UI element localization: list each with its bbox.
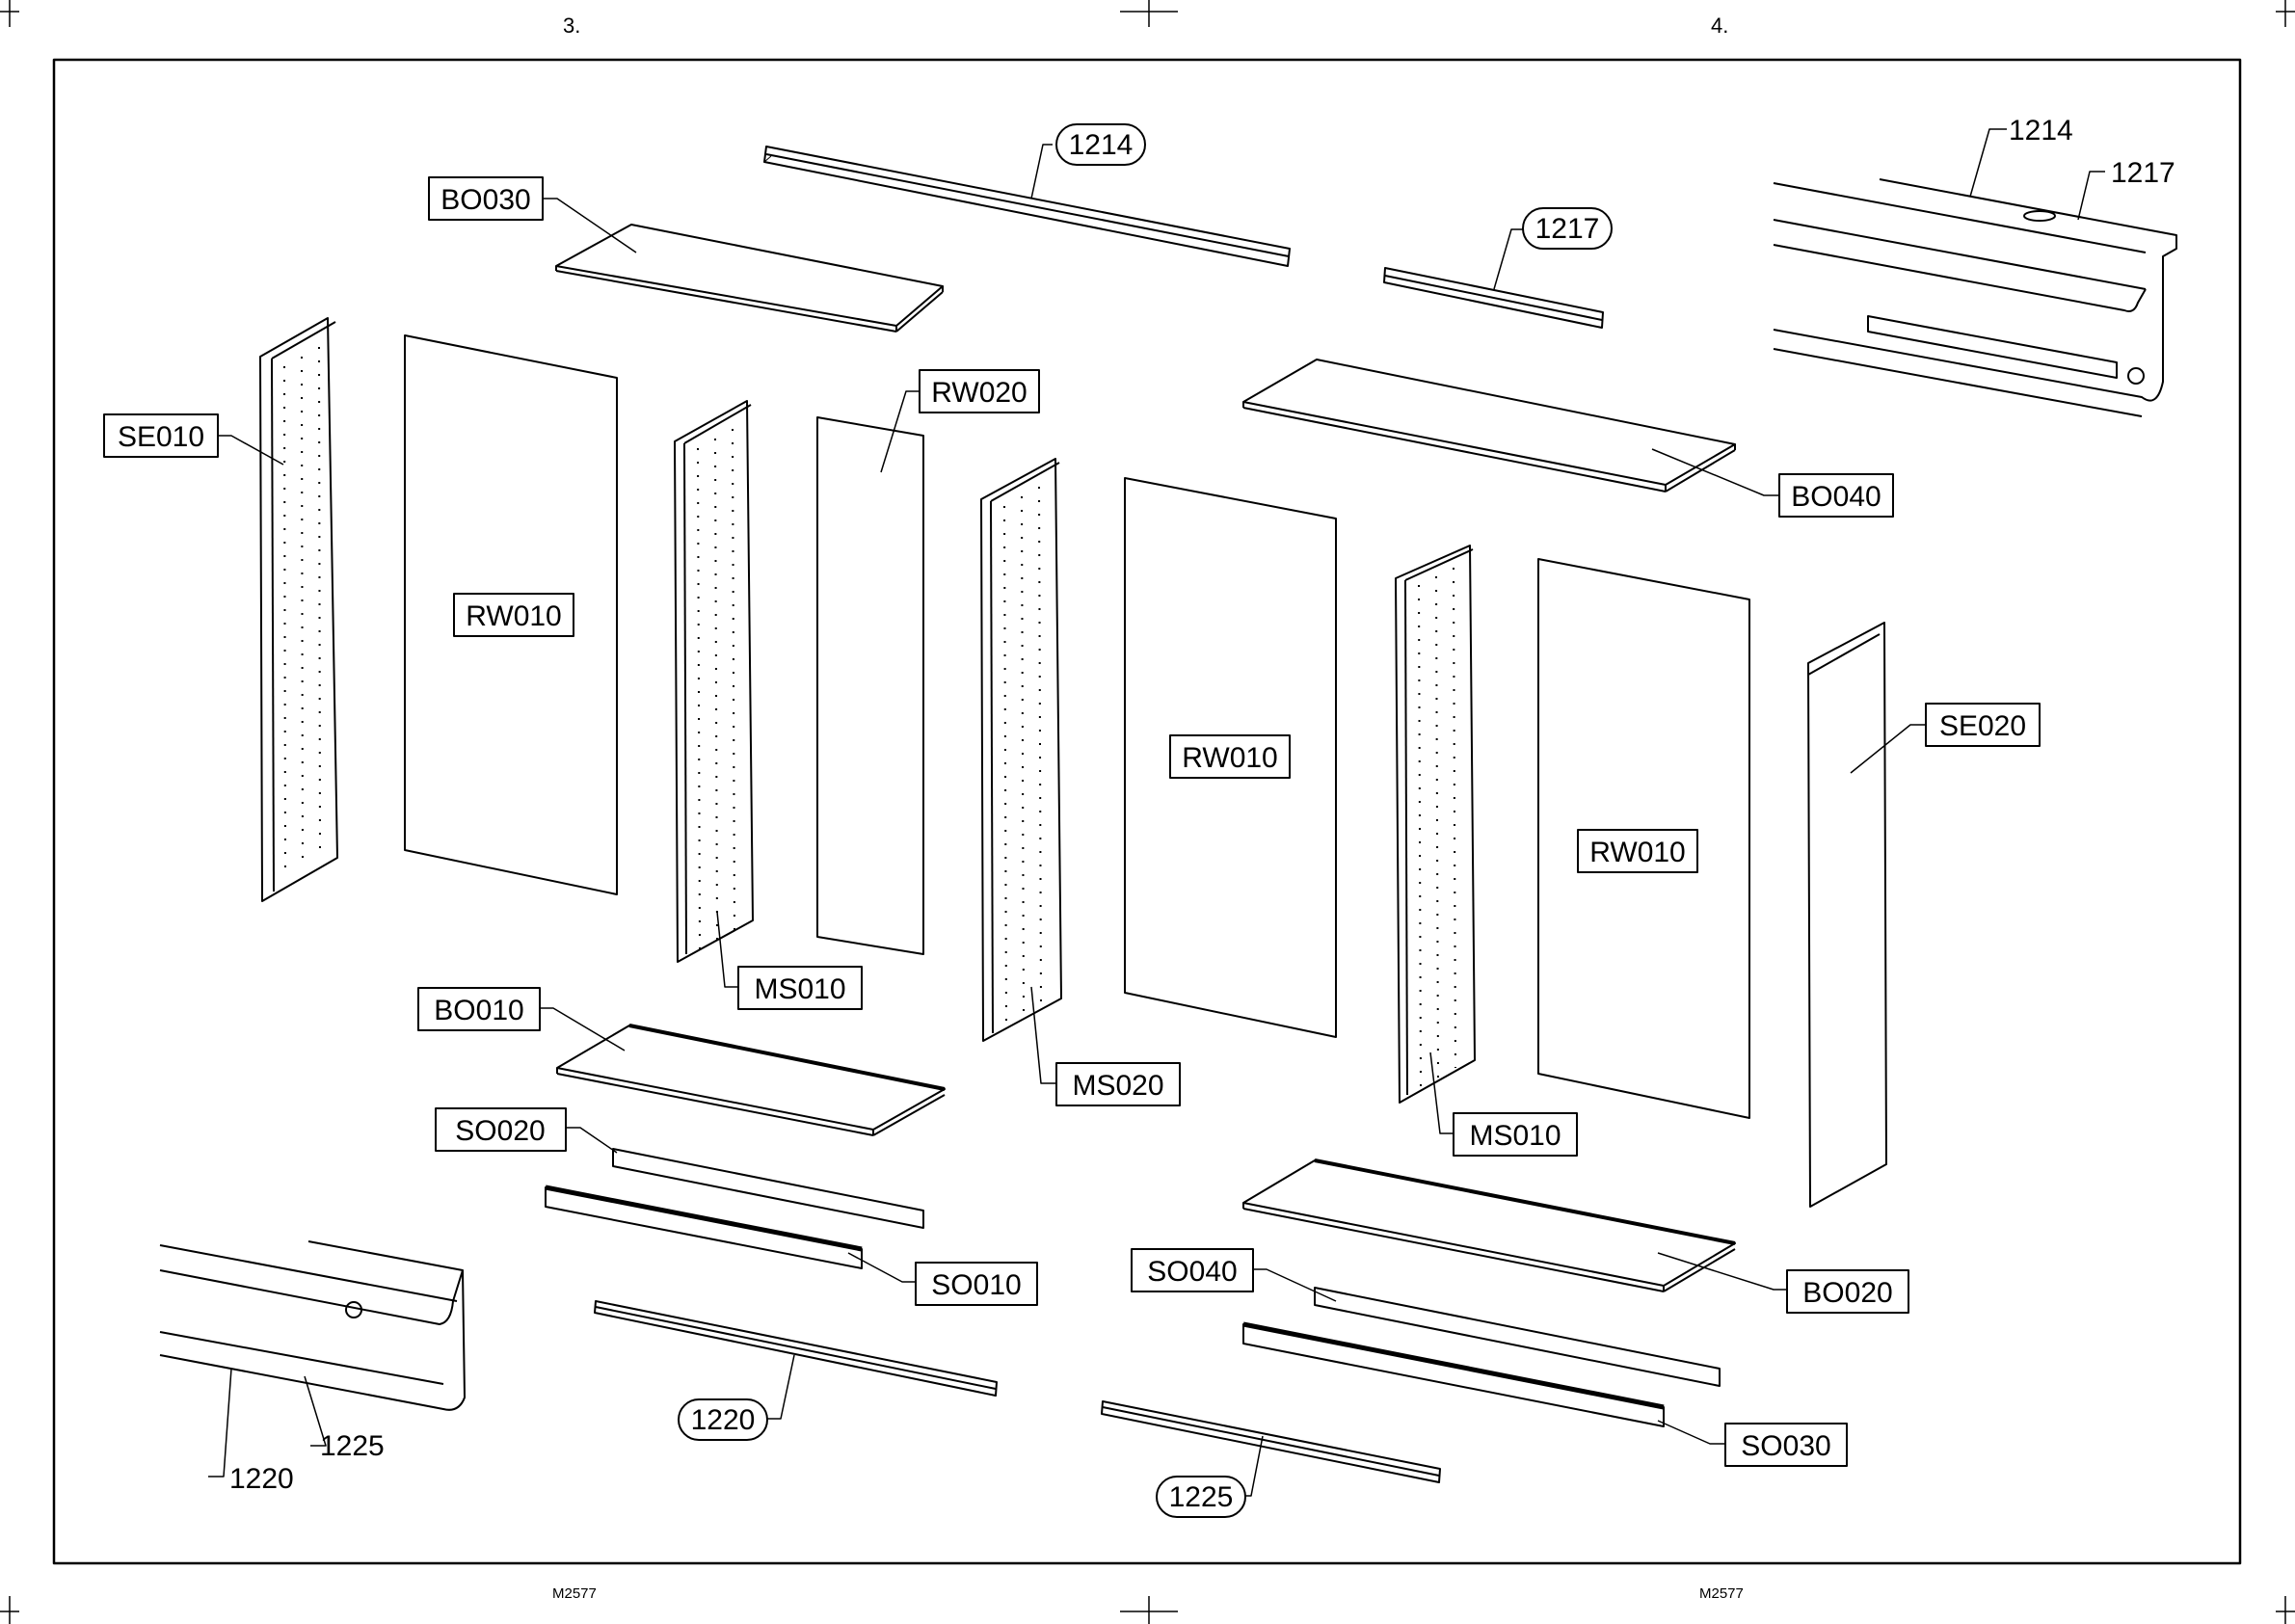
label-rw010-middle: RW010 <box>1170 735 1290 778</box>
label-rw010-left: RW010 <box>454 594 574 636</box>
label-1214-pill: 1214 <box>1056 124 1145 165</box>
detail-top-profile <box>1774 179 2176 416</box>
svg-text:SO010: SO010 <box>931 1269 1021 1301</box>
rail-1225-part <box>1102 1401 1440 1482</box>
label-ms010-left: MS010 <box>738 967 862 1009</box>
label-so040: SO040 <box>1132 1249 1253 1291</box>
strip-so020-part <box>613 1149 923 1228</box>
label-rw020: RW020 <box>920 370 1039 413</box>
board-bo020-part <box>1243 1160 1735 1291</box>
svg-text:SO040: SO040 <box>1147 1256 1237 1288</box>
label-so030: SO030 <box>1725 1424 1847 1466</box>
label-ms020: MS020 <box>1056 1063 1180 1105</box>
detail-bottom-profile <box>160 1241 465 1410</box>
rail-1217-part <box>1384 268 1603 328</box>
side-panel-se020-part <box>1808 623 1886 1207</box>
strip-so010-part <box>546 1187 862 1268</box>
label-1220-pill: 1220 <box>679 1399 767 1440</box>
label-bo030: BO030 <box>429 177 543 220</box>
label-so020: SO020 <box>436 1108 566 1151</box>
svg-text:1220: 1220 <box>691 1404 756 1436</box>
svg-text:RW020: RW020 <box>931 377 1027 409</box>
board-bo030-part <box>556 225 943 332</box>
svg-text:RW010: RW010 <box>1589 837 1686 868</box>
svg-text:1217: 1217 <box>1535 213 1600 245</box>
rail-1220-part <box>595 1301 997 1396</box>
label-1217-pill: 1217 <box>1523 208 1612 249</box>
svg-text:SE010: SE010 <box>118 421 204 453</box>
label-bo020: BO020 <box>1787 1270 1908 1313</box>
back-panel-rw020 <box>817 417 923 954</box>
svg-text:BO040: BO040 <box>1791 481 1881 513</box>
svg-text:SO030: SO030 <box>1741 1430 1830 1462</box>
board-bo040-part <box>1243 359 1735 492</box>
svg-text:BO030: BO030 <box>440 184 530 216</box>
side-panel-se010-part <box>260 318 337 901</box>
svg-text:RW010: RW010 <box>1182 742 1278 774</box>
footer-code-left: M2577 <box>552 1585 597 1602</box>
strip-so030-part <box>1243 1324 1664 1426</box>
svg-text:RW010: RW010 <box>466 600 562 632</box>
label-bo010: BO010 <box>418 988 540 1030</box>
drawing-frame <box>54 60 2240 1563</box>
middle-panel-ms010-left-part <box>675 401 753 962</box>
label-detail-1225: 1225 <box>320 1430 385 1462</box>
label-detail-1214: 1214 <box>2009 115 2073 146</box>
label-rw010-right: RW010 <box>1578 830 1697 872</box>
svg-text:MS010: MS010 <box>1469 1120 1561 1152</box>
label-ms010-right: MS010 <box>1454 1113 1577 1156</box>
svg-text:MS010: MS010 <box>754 973 845 1005</box>
svg-text:1225: 1225 <box>1169 1481 1234 1513</box>
svg-text:BO020: BO020 <box>1802 1277 1892 1309</box>
svg-text:SE020: SE020 <box>1939 710 2026 742</box>
middle-panel-ms010-right-part <box>1396 546 1475 1103</box>
label-se020: SE020 <box>1926 704 2040 746</box>
board-bo010-part <box>557 1025 945 1135</box>
rail-1214-part <box>764 146 1290 266</box>
svg-text:SO020: SO020 <box>455 1115 545 1147</box>
label-so010: SO010 <box>916 1263 1037 1305</box>
label-detail-1217: 1217 <box>2111 157 2175 189</box>
label-detail-1220: 1220 <box>229 1463 294 1495</box>
svg-text:BO010: BO010 <box>434 995 523 1026</box>
label-se010: SE010 <box>104 414 218 457</box>
middle-panel-ms020-part <box>981 459 1061 1041</box>
label-bo040: BO040 <box>1779 474 1893 517</box>
svg-text:1214: 1214 <box>1069 129 1134 161</box>
strip-so040-part <box>1315 1288 1720 1386</box>
svg-text:MS020: MS020 <box>1072 1070 1163 1102</box>
footer-code-right: M2577 <box>1699 1585 1744 1602</box>
label-1225-pill: 1225 <box>1157 1477 1245 1517</box>
